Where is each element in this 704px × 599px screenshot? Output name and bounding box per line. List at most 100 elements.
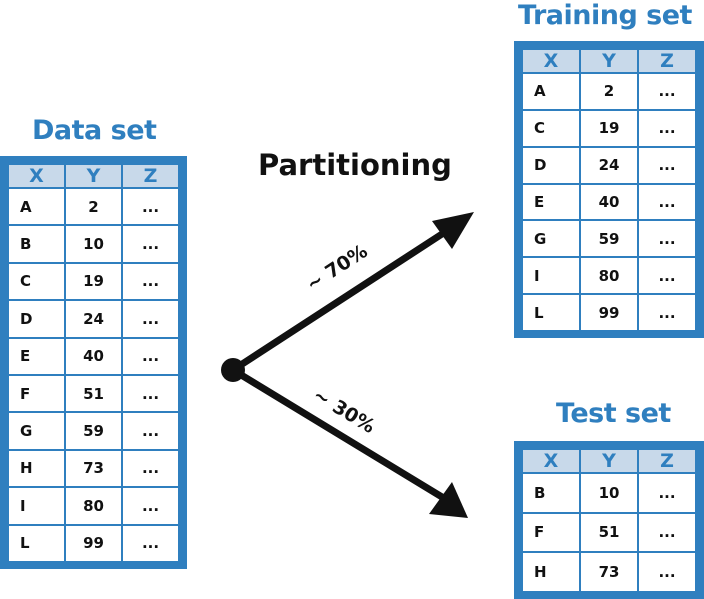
column-header: Z [121, 163, 180, 189]
table-cell: 19 [579, 108, 639, 148]
table-cell: B [7, 224, 66, 264]
table-cell: F [521, 511, 581, 554]
table-cell: 10 [64, 224, 123, 264]
table-cell: ... [121, 261, 180, 302]
table-cell: D [7, 299, 66, 339]
table-cell: 73 [579, 551, 639, 593]
table-cell: 51 [64, 373, 123, 414]
training-arrow-shaft [229, 230, 446, 374]
table-cell: ... [121, 299, 180, 339]
table-cell: ... [121, 373, 180, 414]
table-cell: ... [637, 219, 697, 259]
table-cell: ... [121, 486, 180, 526]
table-cell: F [7, 373, 66, 414]
table-cell: ... [121, 411, 180, 451]
column-header: Y [579, 48, 639, 74]
training-arrowhead [432, 212, 474, 249]
table-cell: B [521, 472, 581, 514]
test-title: Test set [556, 398, 671, 429]
table-cell: G [7, 411, 66, 451]
dataset-title: Data set [32, 115, 157, 146]
partitioning-title: Partitioning [258, 148, 452, 182]
test-arrowhead [429, 482, 468, 518]
table-cell: L [7, 523, 66, 564]
table-cell: 2 [64, 186, 123, 227]
table-cell: ... [637, 256, 697, 296]
table-cell: H [521, 551, 581, 593]
table-cell: 24 [579, 145, 639, 185]
table-cell: 80 [579, 256, 639, 296]
table-cell: I [521, 256, 581, 296]
table-cell: 99 [64, 523, 123, 564]
table-cell: 40 [579, 182, 639, 222]
table-cell: ... [637, 293, 697, 332]
table-cell: 80 [64, 486, 123, 526]
column-header: Z [637, 448, 697, 474]
table-cell: ... [637, 145, 697, 185]
table-cell: H [7, 448, 66, 489]
partition-origin-dot [221, 358, 245, 382]
table-cell: ... [121, 186, 180, 227]
table-cell: ... [121, 336, 180, 376]
table-cell: C [521, 108, 581, 148]
table-cell: 40 [64, 336, 123, 376]
column-header: X [521, 48, 581, 74]
column-header: X [521, 448, 581, 474]
table-cell: ... [121, 224, 180, 264]
table-cell: E [521, 182, 581, 222]
table-cell: ... [121, 523, 180, 564]
table-cell: ... [637, 511, 697, 554]
table-cell: 59 [579, 219, 639, 259]
table-cell: 2 [579, 72, 639, 111]
table-cell: E [7, 336, 66, 376]
table-cell: A [7, 186, 66, 227]
column-header: Y [579, 448, 639, 474]
table-cell: 10 [579, 472, 639, 514]
table-cell: 24 [64, 299, 123, 339]
table-cell: A [521, 72, 581, 111]
table-cell: I [7, 486, 66, 526]
column-header: Z [637, 48, 697, 74]
training-title: Training set [518, 0, 692, 31]
table-cell: ... [637, 182, 697, 222]
table-cell: ... [637, 72, 697, 111]
column-header: X [7, 163, 66, 189]
table-cell: ... [121, 448, 180, 489]
table-cell: ... [637, 108, 697, 148]
table-cell: C [7, 261, 66, 302]
table-cell: 73 [64, 448, 123, 489]
table-cell: 51 [579, 511, 639, 554]
table-cell: 99 [579, 293, 639, 332]
test-arrow-shaft [229, 366, 446, 501]
table-cell: D [521, 145, 581, 185]
table-cell: L [521, 293, 581, 332]
table-cell: 59 [64, 411, 123, 451]
table-cell: ... [637, 472, 697, 514]
column-header: Y [64, 163, 123, 189]
